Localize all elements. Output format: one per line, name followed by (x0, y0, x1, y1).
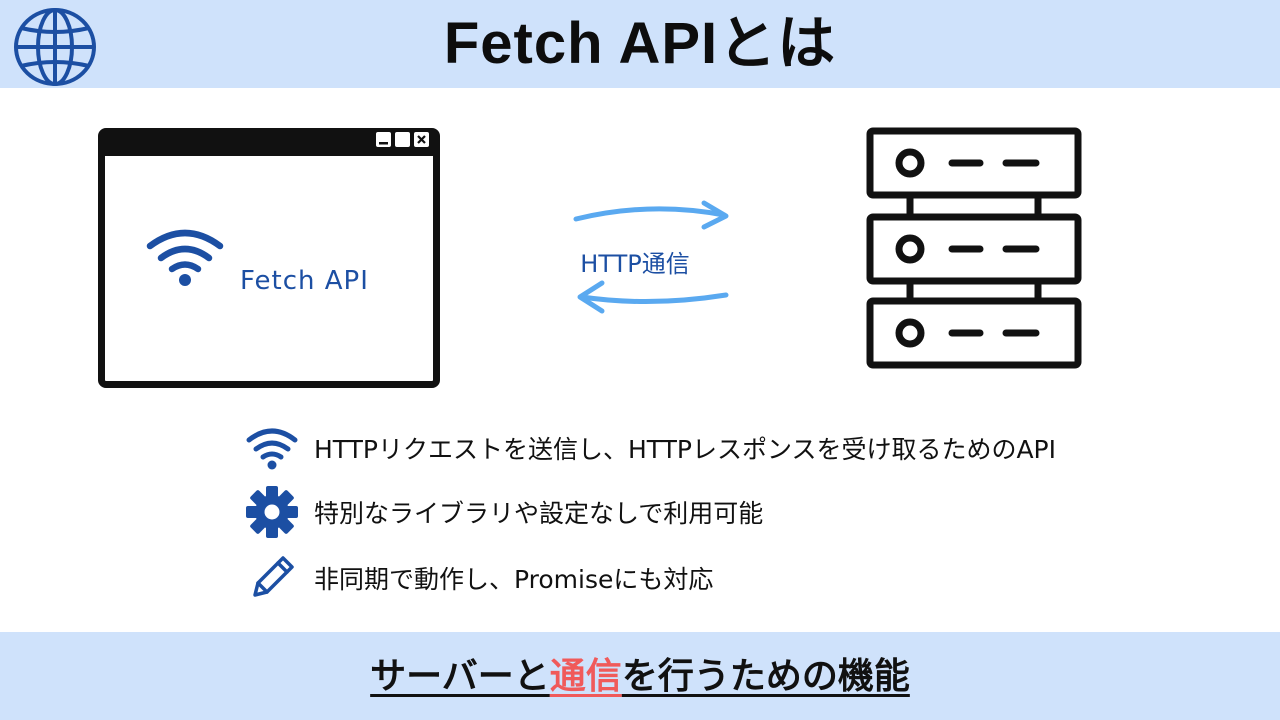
maximize-icon (395, 132, 410, 147)
window-controls (376, 132, 429, 147)
server-icon (866, 127, 1082, 369)
wifi-icon (246, 428, 298, 470)
list-item: 特別なライブラリや設定なしで利用可能 (244, 482, 763, 542)
banner-text-before: サーバーと (370, 655, 550, 696)
bottom-banner: サーバーと通信を行うための機能 (0, 632, 1280, 720)
feature-text: 特別なライブラリや設定なしで利用可能 (314, 499, 764, 528)
banner-text-after: を行うための機能 (621, 655, 910, 696)
header-bar: Fetch APIとは (0, 0, 1280, 88)
wifi-icon (146, 229, 224, 286)
pencil-icon (253, 556, 294, 597)
page-title: Fetch APIとは (443, 11, 837, 76)
gear-icon (246, 486, 298, 538)
browser-window: Fetch API (98, 128, 440, 388)
close-icon (414, 132, 429, 147)
list-item: 非同期で動作し、Promiseにも対応 (244, 548, 713, 608)
banner-highlight: 通信 (549, 655, 622, 696)
feature-text: 非同期で動作し、Promiseにも対応 (314, 565, 714, 594)
http-arrows (573, 200, 729, 314)
minimize-icon (376, 132, 391, 147)
globe-icon (14, 8, 96, 86)
feature-text: HTTPリクエストを送信し、HTTPレスポンスを受け取るためのAPI (314, 435, 1057, 464)
list-item: HTTPリクエストを送信し、HTTPレスポンスを受け取るためのAPI (244, 418, 1056, 478)
banner-text: サーバーと通信を行うための機能 (0, 632, 1280, 720)
fetch-api-label: Fetch API (240, 266, 369, 296)
http-label: HTTP通信 (580, 250, 690, 278)
